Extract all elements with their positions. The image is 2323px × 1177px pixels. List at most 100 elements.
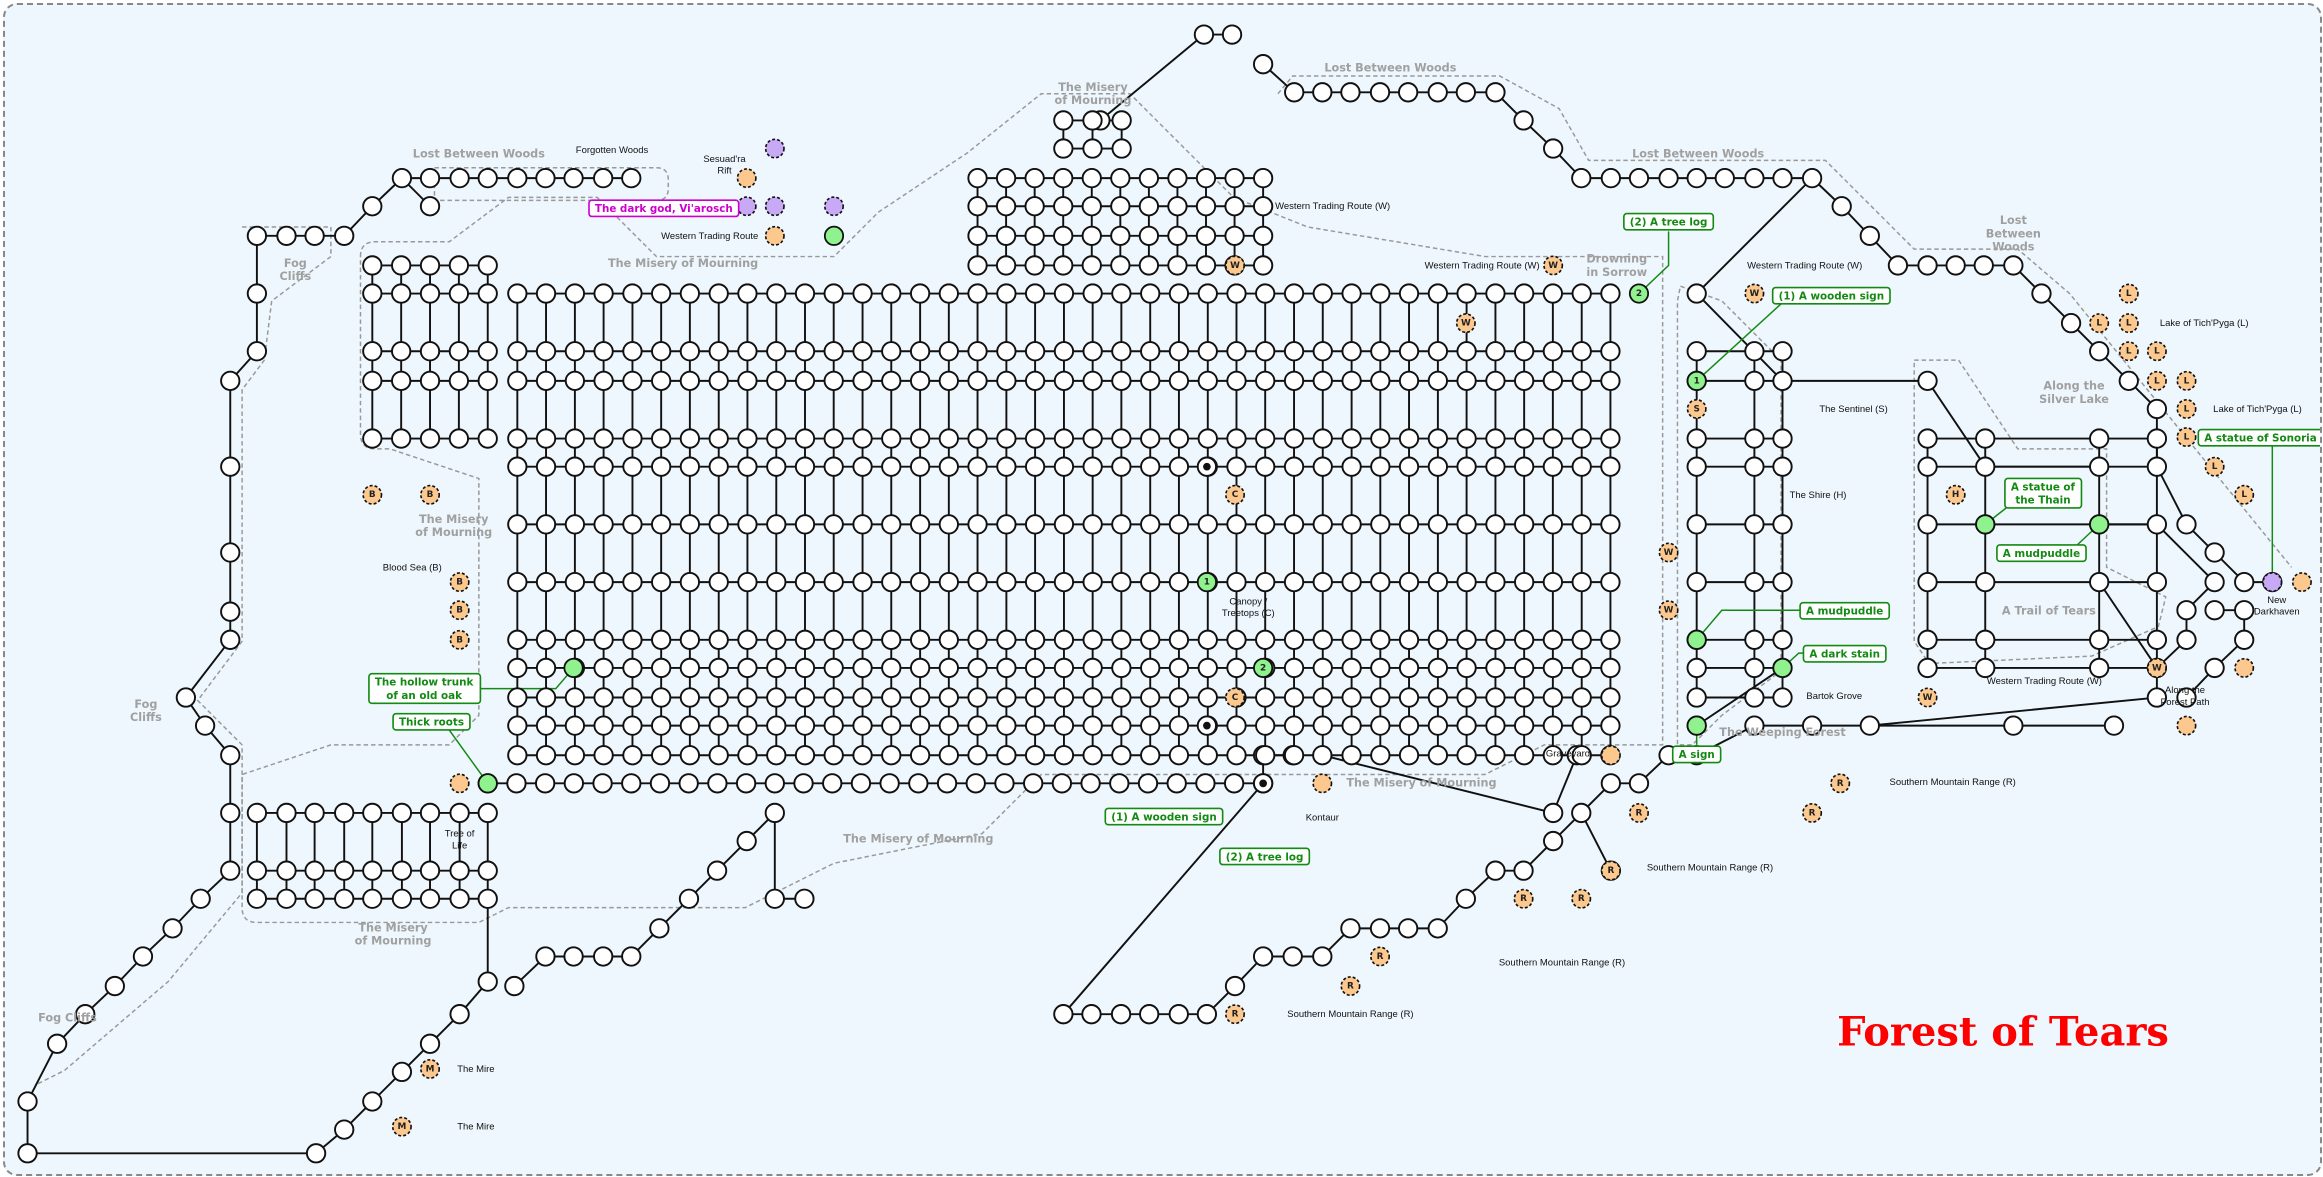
room-node[interactable] [852,283,873,304]
room-node[interactable] [362,1091,383,1112]
room-node[interactable] [1312,370,1333,391]
room-node[interactable] [1140,456,1161,477]
room-node[interactable] [1571,745,1592,766]
room-node[interactable] [246,341,268,362]
room-node[interactable] [679,456,701,477]
room-node[interactable] [564,456,586,477]
room-node[interactable] [2146,687,2168,708]
room-node[interactable] [593,946,614,967]
room-node[interactable] [1370,715,1391,736]
room-node[interactable] [794,456,816,477]
room-node[interactable] [593,370,614,391]
room-node[interactable] [1485,82,1506,103]
room-node[interactable] [1226,341,1247,362]
room-node[interactable] [419,255,441,276]
room-node[interactable] [1514,456,1535,477]
room-node[interactable] [823,745,844,766]
room-node[interactable] [996,514,1017,535]
room-node[interactable] [1341,514,1362,535]
room-node[interactable] [996,341,1017,362]
room-node[interactable] [1485,571,1506,593]
room-node[interactable] [507,283,528,304]
portal-room-node[interactable] [764,138,785,159]
room-node[interactable] [2176,629,2197,650]
room-node[interactable] [1197,283,1218,304]
room-node[interactable] [1138,167,1160,189]
room-node[interactable] [938,283,959,304]
room-node[interactable] [651,629,672,650]
room-node[interactable] [246,225,268,246]
room-node[interactable] [1744,657,1765,679]
exit-marker-r[interactable] [1513,888,1534,909]
room-node[interactable] [1312,341,1333,362]
room-node[interactable] [737,629,758,650]
room-node[interactable] [535,657,557,679]
room-node[interactable] [1973,255,1994,276]
room-node[interactable] [938,571,959,593]
room-node[interactable] [996,571,1017,593]
room-node[interactable] [1140,341,1161,362]
room-node[interactable] [1283,341,1305,362]
room-node[interactable] [1369,82,1391,103]
room-node[interactable] [967,657,988,679]
room-node[interactable] [1053,629,1075,650]
room-node[interactable] [362,428,383,449]
room-node[interactable] [593,514,614,535]
room-node[interactable] [593,167,614,189]
exit-marker-r[interactable] [1830,773,1851,794]
room-node[interactable] [507,571,528,593]
room-node[interactable] [1398,571,1420,593]
room-node[interactable] [1917,456,1938,477]
room-node[interactable] [1485,514,1506,535]
room-node[interactable] [448,283,470,304]
room-node[interactable] [1224,167,1245,189]
room-node[interactable] [622,428,643,449]
room-node[interactable] [909,657,931,679]
room-node[interactable] [1744,571,1765,593]
room-node[interactable] [621,167,642,189]
room-node[interactable] [1571,629,1592,650]
exit-marker-w[interactable] [1543,255,1564,276]
room-node[interactable] [1542,428,1563,449]
room-node[interactable] [764,802,785,824]
room-node[interactable] [1197,629,1218,650]
room-node[interactable] [852,456,873,477]
room-node[interactable] [507,745,528,766]
room-node[interactable] [1485,370,1506,391]
room-node[interactable] [1283,514,1305,535]
room-node[interactable] [1140,715,1161,736]
room-node[interactable] [419,283,441,304]
note-dark-god[interactable]: The dark god, Vi'arosch [595,203,733,215]
room-node[interactable] [651,715,672,736]
room-node[interactable] [823,428,844,449]
room-node[interactable] [852,687,873,708]
room-node[interactable] [1427,918,1448,939]
room-node[interactable] [823,514,844,535]
exit-marker-r[interactable] [1802,802,1823,823]
room-node[interactable] [1053,657,1075,679]
room-node[interactable] [766,687,787,708]
room-node[interactable] [708,657,729,679]
room-node[interactable] [1081,196,1102,217]
room-node[interactable] [823,657,844,679]
room-node[interactable] [1223,773,1245,794]
room-node[interactable] [535,370,557,391]
room-node[interactable] [2089,571,2110,593]
room-node[interactable] [449,167,470,189]
room-node[interactable] [1255,629,1276,650]
room-node[interactable] [564,370,586,391]
room-node[interactable] [1485,629,1506,650]
room-node[interactable] [1975,456,1996,477]
room-node[interactable] [1370,283,1391,304]
room-node[interactable] [334,1119,355,1140]
room-node[interactable] [996,657,1017,679]
room-node[interactable] [1312,745,1333,766]
room-node[interactable] [651,687,672,708]
room-node[interactable] [504,975,525,997]
room-node[interactable] [1427,341,1449,362]
room-node[interactable] [1024,428,1046,449]
room-node[interactable] [362,196,383,217]
room-node[interactable] [564,715,586,736]
room-node[interactable] [794,514,816,535]
